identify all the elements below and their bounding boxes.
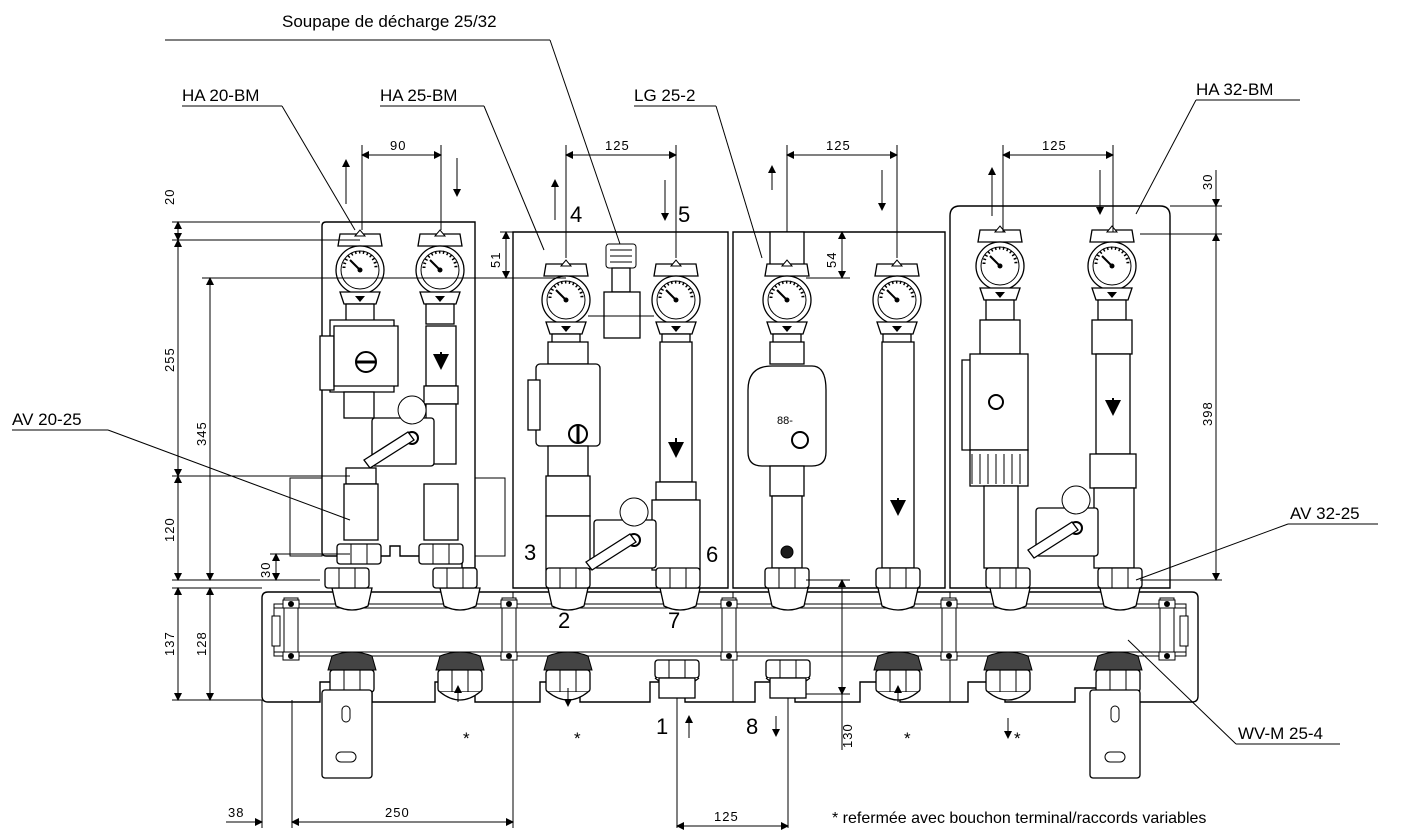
port-number-3: 3 (524, 540, 536, 565)
dim-120: 120 (162, 517, 177, 542)
dim-30-top: 30 (1200, 174, 1215, 190)
dim-54: 54 (824, 252, 839, 268)
av3225-label: AV 32-25 (1290, 504, 1360, 523)
ha32-label: HA 32-BM (1196, 80, 1273, 99)
wall-bracket-right (1089, 689, 1141, 779)
dim-38: 38 (228, 805, 244, 820)
group-ha25 (527, 243, 702, 589)
dim-51: 51 (488, 252, 503, 268)
relief-valve-label: Soupape de décharge 25/32 (282, 12, 497, 31)
star-marker: * (1014, 729, 1021, 748)
group-ha20 (319, 228, 478, 589)
wall-bracket-left (321, 689, 373, 779)
wvm-label: WV-M 25-4 (1238, 724, 1323, 743)
star-marker: * (463, 729, 470, 748)
port-number-6: 6 (706, 542, 718, 567)
dim-398: 398 (1200, 401, 1215, 426)
dim-125: 125 (1042, 138, 1067, 153)
port-number-7: 7 (668, 608, 680, 633)
dim-125: 125 (605, 138, 630, 153)
group-lg25 (747, 231, 923, 589)
dim-125-bottom: 125 (714, 809, 739, 824)
port-number-1: 1 (656, 714, 668, 739)
av2025-label: AV 20-25 (12, 410, 82, 429)
group-ha32 (961, 224, 1143, 589)
dim-130: 130 (840, 723, 855, 748)
dim-125: 125 (826, 138, 851, 153)
dim-255: 255 (162, 347, 177, 372)
port-number-4: 4 (570, 202, 582, 227)
manifold-bottom-caps (327, 651, 1143, 701)
leader-lines (12, 39, 1378, 745)
panel-ha20 (289, 221, 506, 569)
manifold-flanges (271, 597, 1189, 661)
pump-display-text: 88- (777, 415, 793, 427)
dim-250: 250 (385, 805, 410, 820)
port-number-2: 2 (558, 608, 570, 633)
dim-90: 90 (390, 138, 406, 153)
footnote: * refermée avec bouchon terminal/raccord… (832, 810, 1206, 827)
ha25-label: HA 25-BM (380, 86, 457, 105)
dim-30: 30 (258, 562, 273, 578)
dim-20: 20 (162, 189, 177, 205)
ha20-label: HA 20-BM (182, 86, 259, 105)
star-marker: * (904, 729, 911, 748)
port-number-5: 5 (678, 202, 690, 227)
manifold-top-ports (331, 587, 1141, 611)
port-number-8: 8 (746, 714, 758, 739)
dim-345: 345 (194, 421, 209, 446)
star-marker: * (574, 729, 581, 748)
lg25-label: LG 25-2 (634, 86, 695, 105)
dim-128: 128 (194, 631, 209, 656)
dim-137: 137 (162, 631, 177, 656)
dimension-lines (172, 145, 1222, 830)
flow-arrows (342, 158, 1104, 739)
